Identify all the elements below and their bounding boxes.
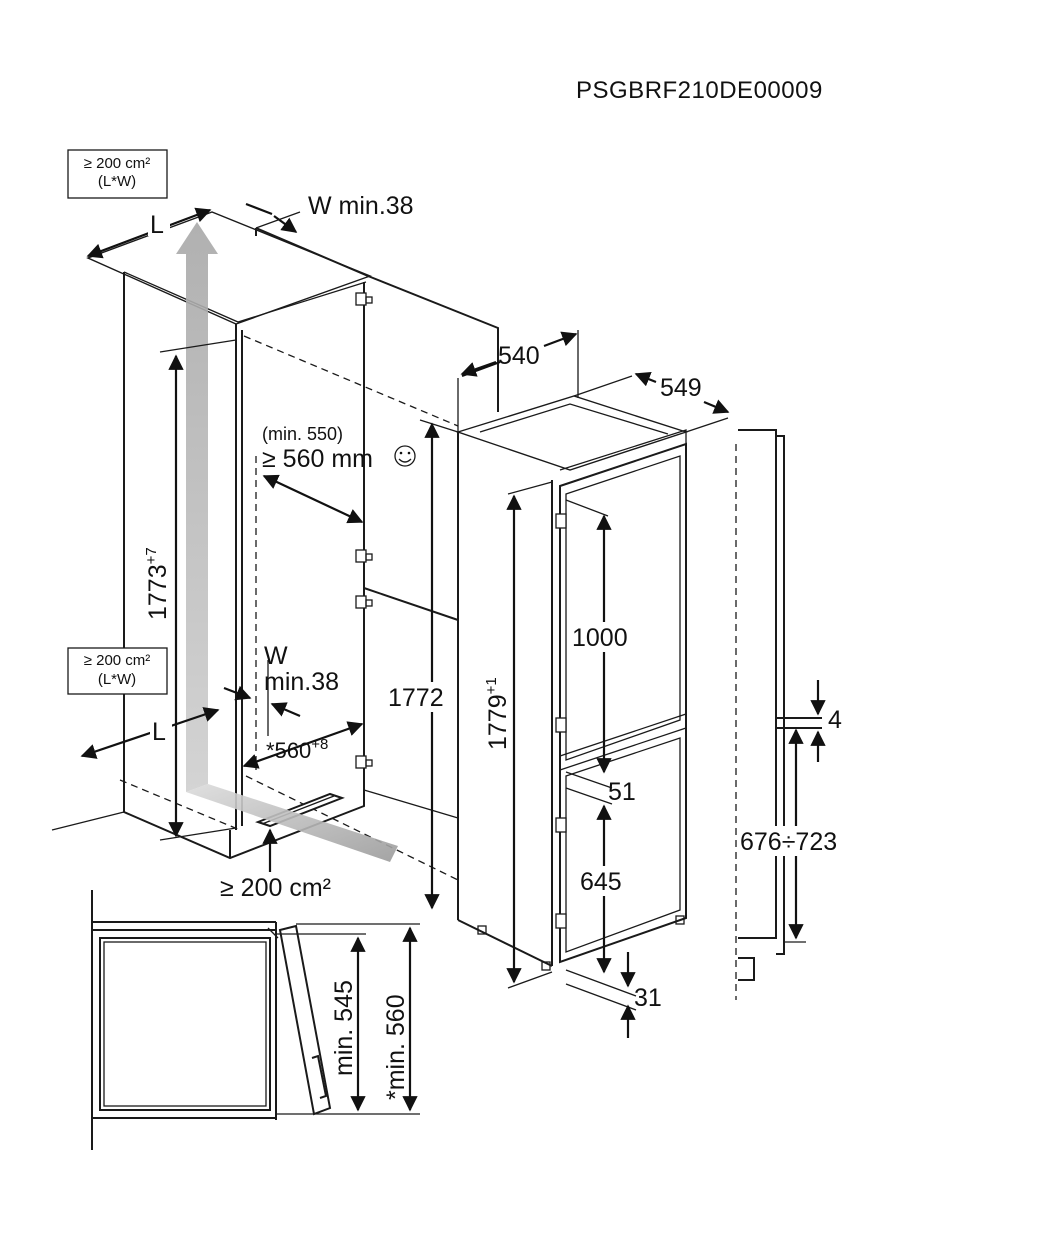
label-676-723: 676÷723 xyxy=(740,828,837,856)
label-min-560-star: *min. 560 xyxy=(382,994,410,1100)
svg-text:1773+7: 1773+7 xyxy=(143,547,172,620)
label-31: 31 xyxy=(634,984,662,1012)
svg-text:min. 545: min. 545 xyxy=(330,980,358,1076)
label-1000: 1000 xyxy=(572,624,628,652)
label-L-top: L xyxy=(150,211,164,239)
label-min-545: min. 545 xyxy=(330,980,358,1076)
hinge-4 xyxy=(355,755,373,769)
svg-text:(L*W): (L*W) xyxy=(98,671,136,688)
label-645: 645 xyxy=(580,868,622,896)
product-code: PSGBRF210DE00009 xyxy=(576,77,823,104)
label-niche-depth: *560+8 xyxy=(266,736,328,763)
svg-text:1779+1: 1779+1 xyxy=(483,677,512,750)
svg-text:≥ 200 cm²: ≥ 200 cm² xyxy=(84,155,151,172)
hinge-top xyxy=(355,292,373,306)
label-min-560mm: ≥ 560 mm xyxy=(262,445,373,473)
label-vent-bottom: ≥ 200 cm² xyxy=(220,874,331,902)
label-appliance-height: 1772 xyxy=(388,684,444,712)
niche-cabinet xyxy=(51,211,499,881)
label-niche-height: 1773+7 xyxy=(143,547,172,620)
hinge-3 xyxy=(355,595,373,609)
label-w-min-top: W min.38 xyxy=(308,192,414,220)
section-view xyxy=(91,890,420,1150)
label-min-550: (min. 550) xyxy=(262,424,343,444)
label-depth-549: 549 xyxy=(660,374,702,402)
label-w-min-mid: min.38 xyxy=(264,668,339,696)
airflow-arrows xyxy=(176,222,398,862)
vent-box-top: ≥ 200 cm² (L*W) xyxy=(67,149,168,199)
svg-text:*min. 560: *min. 560 xyxy=(382,994,410,1100)
label-door-height: 1779+1 xyxy=(483,677,512,750)
label-L-mid: L xyxy=(152,718,166,746)
smiley-icon xyxy=(394,445,416,467)
svg-text:(L*W): (L*W) xyxy=(98,173,136,190)
door-profile xyxy=(735,429,822,1000)
vent-box-mid: ≥ 200 cm² (L*W) xyxy=(67,647,168,695)
label-width-540: 540 xyxy=(498,342,540,370)
label-51: 51 xyxy=(608,778,636,806)
hinge-2 xyxy=(355,549,373,563)
label-4: 4 xyxy=(828,706,842,734)
svg-text:≥ 200 cm²: ≥ 200 cm² xyxy=(84,652,151,669)
